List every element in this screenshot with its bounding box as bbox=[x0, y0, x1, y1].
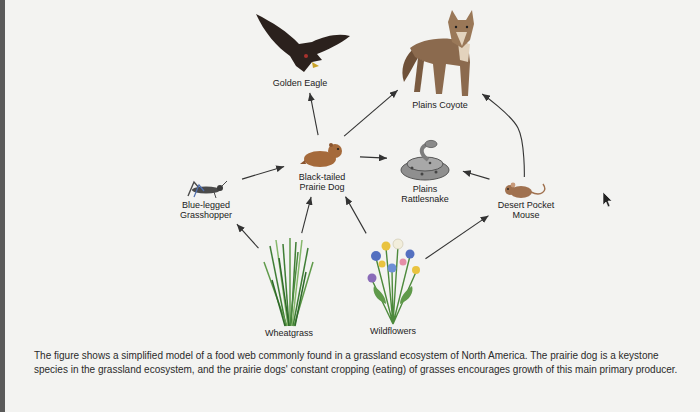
organism-label: Blue-legged Grasshopper bbox=[176, 200, 236, 220]
food-web-arrow bbox=[482, 94, 524, 177]
coyote-illustration bbox=[402, 10, 474, 96]
grasshopper-leg bbox=[188, 182, 200, 196]
picture-space bbox=[172, 180, 240, 200]
picture-space bbox=[287, 138, 357, 172]
eagle-mark bbox=[304, 54, 308, 58]
grasshopper-leg bbox=[194, 185, 204, 197]
snake-head bbox=[425, 140, 437, 147]
organism-node: Plains Rattlesnake bbox=[390, 136, 460, 206]
grass-blade bbox=[294, 262, 313, 326]
flower-head bbox=[393, 239, 403, 249]
organism-node: Plains Coyote bbox=[400, 8, 480, 112]
flower-head bbox=[406, 250, 415, 259]
caption-area: The figure shows a simplified model of a… bbox=[34, 349, 690, 377]
food-web-arrow bbox=[242, 166, 284, 179]
flower-head bbox=[412, 266, 420, 274]
grasshopper-antenna bbox=[222, 181, 227, 186]
grass-blade bbox=[279, 258, 289, 326]
prairie-dog-head bbox=[328, 144, 342, 158]
organism-label: Plains Rattlesnake bbox=[394, 184, 456, 204]
picture-space bbox=[390, 136, 460, 184]
prairie-dog-tail bbox=[300, 160, 306, 164]
food-web-arrow bbox=[344, 90, 398, 136]
mouse-tail bbox=[531, 184, 545, 194]
left-border-strip bbox=[0, 0, 5, 412]
prairie-dog-illustration bbox=[300, 143, 342, 167]
wheatgrass-illustration bbox=[264, 238, 313, 326]
flower-head bbox=[368, 274, 377, 283]
organism-label: Wildflowers bbox=[370, 326, 416, 336]
eagle-body bbox=[256, 14, 350, 72]
snake-neck bbox=[422, 145, 428, 160]
cursor-pointer bbox=[603, 192, 612, 207]
snake-pattern bbox=[435, 171, 438, 174]
picture-space bbox=[261, 236, 318, 328]
food-web-arrow bbox=[360, 157, 387, 158]
eagle-beak bbox=[312, 62, 319, 68]
mouse-eye bbox=[507, 188, 509, 190]
flower-head bbox=[379, 261, 386, 268]
flower-head bbox=[371, 251, 381, 261]
picture-space bbox=[248, 8, 353, 78]
flower-head bbox=[382, 242, 391, 251]
organism-label: Desert Pocket Mouse bbox=[495, 200, 557, 220]
food-web-arrow bbox=[463, 171, 490, 179]
organism-node: Black-tailed Prairie Dog bbox=[287, 138, 357, 194]
organism-label: Black-tailed Prairie Dog bbox=[291, 172, 353, 192]
prairie-dog-eye bbox=[337, 148, 339, 150]
organism-label: Plains Coyote bbox=[412, 100, 468, 110]
picture-space bbox=[491, 180, 561, 200]
snake-pattern bbox=[421, 173, 424, 176]
food-web-arrow bbox=[425, 216, 488, 259]
rattlesnake-illustration bbox=[401, 140, 449, 180]
coyote-eye bbox=[455, 26, 457, 28]
coyote-hind-leg bbox=[414, 58, 424, 92]
picture-space bbox=[400, 8, 480, 100]
food-web-arrow bbox=[310, 93, 318, 135]
food-web-arrow bbox=[302, 197, 311, 233]
organism-label: Wheatgrass bbox=[265, 328, 313, 338]
coyote-head bbox=[448, 10, 474, 48]
organism-label: Golden Eagle bbox=[273, 78, 328, 88]
prairie-dog-ear bbox=[329, 143, 333, 147]
picture-space bbox=[363, 236, 423, 326]
grass-blade bbox=[289, 238, 291, 326]
figure-caption: The figure shows a simplified model of a… bbox=[34, 349, 690, 377]
flower-stems bbox=[372, 246, 416, 324]
grasshopper-leg bbox=[214, 192, 216, 198]
grass-blade bbox=[290, 252, 298, 326]
grasshopper-illustration bbox=[188, 181, 227, 198]
wildflowers-illustration bbox=[368, 239, 421, 324]
organism-node: Desert Pocket Mouse bbox=[491, 180, 561, 222]
mouse-ear bbox=[511, 183, 516, 188]
flower-head bbox=[400, 259, 407, 266]
food-web-arrow bbox=[237, 224, 259, 248]
grass-blade bbox=[295, 272, 306, 326]
organism-node: Wheatgrass bbox=[261, 236, 318, 340]
grass-blade bbox=[283, 244, 289, 326]
snake-pattern bbox=[429, 162, 432, 165]
snake-pattern bbox=[411, 167, 414, 170]
flower-head bbox=[388, 264, 397, 273]
organism-node: Golden Eagle bbox=[248, 8, 353, 90]
organism-node: Wildflowers bbox=[363, 236, 423, 338]
coyote-eye bbox=[466, 26, 468, 28]
organism-node: Blue-legged Grasshopper bbox=[172, 180, 240, 222]
flower-leaves bbox=[374, 286, 413, 304]
food-web-arrow bbox=[345, 197, 366, 234]
eagle-illustration bbox=[256, 14, 350, 72]
coyote-muzzle bbox=[456, 32, 467, 46]
mouse-illustration bbox=[505, 183, 545, 198]
